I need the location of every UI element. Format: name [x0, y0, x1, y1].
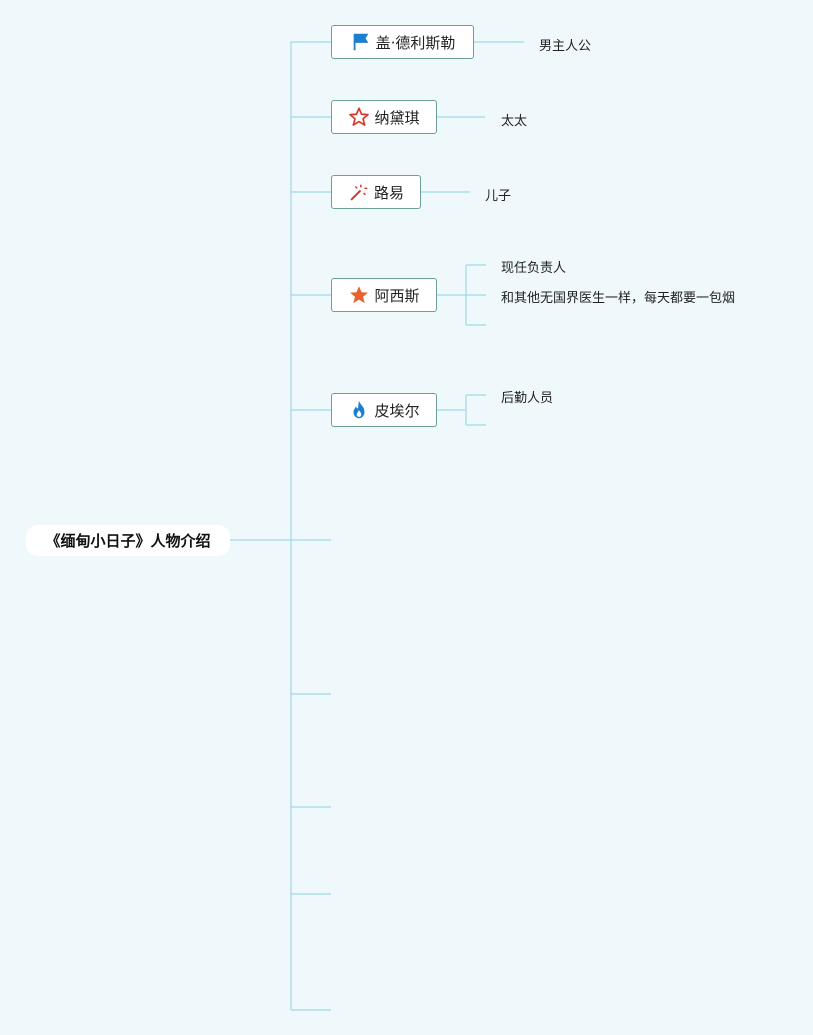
node-pierre[interactable]: 皮埃尔 — [331, 393, 437, 427]
star-outline-icon — [349, 107, 370, 126]
flag-icon — [353, 33, 368, 51]
star-filled-icon — [350, 286, 369, 304]
node-louis[interactable]: 路易 — [331, 175, 421, 209]
node-label: 纳黛琪 — [374, 108, 420, 127]
node-label: 盖·德利斯勒 — [375, 33, 456, 52]
note-text: 和其他无国界医生一样，每天都要一包烟 — [501, 291, 736, 306]
note-text: 儿子 — [485, 189, 512, 204]
root-topic[interactable]: 《缅甸小日子》人物介绍 — [26, 525, 230, 556]
node-asis[interactable]: 阿西斯 — [331, 278, 437, 312]
node-label: 路易 — [373, 183, 404, 202]
note-text: 太太 — [501, 114, 528, 129]
note-text: 后勤人员 — [501, 391, 554, 406]
node-nadege[interactable]: 纳黛琪 — [331, 100, 437, 134]
note-text: 男主人公 — [539, 39, 592, 54]
magic-wand-icon — [350, 184, 368, 201]
node-label: 阿西斯 — [374, 286, 420, 305]
node-guy-delisle[interactable]: 盖·德利斯勒 — [331, 25, 474, 59]
note-text: 现任负责人 — [501, 261, 567, 276]
flame-icon — [353, 400, 365, 419]
node-label: 皮埃尔 — [374, 401, 420, 420]
root-label: 《缅甸小日子》人物介绍 — [45, 532, 211, 550]
